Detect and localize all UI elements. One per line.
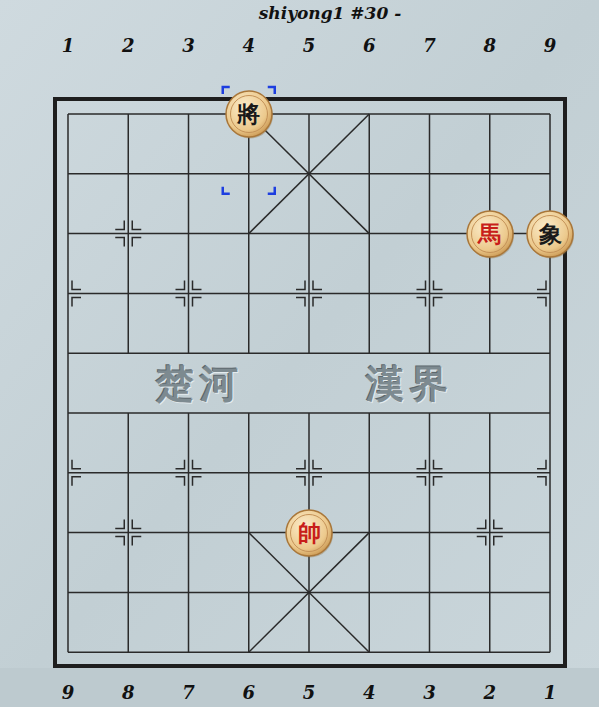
chess-piece: 帥 xyxy=(284,508,334,558)
file-number: 1 xyxy=(544,682,557,703)
position-marker xyxy=(296,460,305,469)
grid xyxy=(55,87,565,666)
file-number: 8 xyxy=(122,682,135,703)
position-marker xyxy=(537,280,546,289)
position-marker xyxy=(434,297,443,306)
file-line xyxy=(489,413,491,652)
position-marker xyxy=(132,238,141,247)
position-marker xyxy=(72,460,81,469)
file-line xyxy=(128,413,130,652)
file-line xyxy=(67,114,69,652)
file-number: 3 xyxy=(182,35,195,56)
piece-character: 帥 xyxy=(284,508,334,558)
position-marker xyxy=(132,537,141,546)
file-number: 2 xyxy=(122,35,135,56)
position-marker xyxy=(313,460,322,469)
position-marker xyxy=(115,238,124,247)
position-marker xyxy=(417,280,426,289)
outer-border xyxy=(55,99,565,666)
piece-character: 馬 xyxy=(465,209,515,259)
position-marker xyxy=(193,297,202,306)
file-number: 9 xyxy=(62,682,75,703)
position-marker xyxy=(296,477,305,486)
file-line xyxy=(429,413,431,652)
file-number: 2 xyxy=(483,682,496,703)
file-number: 4 xyxy=(363,682,376,703)
position-marker xyxy=(477,537,486,546)
position-marker xyxy=(176,280,185,289)
position-marker xyxy=(176,297,185,306)
position-marker xyxy=(537,477,546,486)
position-marker xyxy=(417,477,426,486)
file-number: 1 xyxy=(62,35,75,56)
palace-diagonal xyxy=(249,114,370,234)
river-text: 楚河 xyxy=(156,359,244,410)
position-marker xyxy=(434,477,443,486)
file-line xyxy=(549,114,551,652)
selection-bracket xyxy=(268,187,275,194)
file-number: 6 xyxy=(363,35,376,56)
position-marker xyxy=(296,280,305,289)
chess-piece: 象 xyxy=(525,209,575,259)
position-marker xyxy=(193,460,202,469)
file-number: 9 xyxy=(544,35,557,56)
file-number: 3 xyxy=(423,682,436,703)
piece-character: 象 xyxy=(525,209,575,259)
position-marker xyxy=(494,537,503,546)
selection-bracket xyxy=(223,87,230,94)
position-marker xyxy=(313,280,322,289)
title: shiyong1 #30 - xyxy=(259,3,401,23)
chess-piece: 將 xyxy=(224,89,274,139)
file-line xyxy=(188,413,190,652)
position-marker xyxy=(417,297,426,306)
selection-bracket xyxy=(223,187,230,194)
file-number: 8 xyxy=(483,35,496,56)
file-number: 4 xyxy=(242,35,255,56)
position-marker xyxy=(176,460,185,469)
file-number: 7 xyxy=(423,35,436,56)
palace-diagonal xyxy=(249,114,370,234)
position-marker xyxy=(537,297,546,306)
position-marker xyxy=(72,477,81,486)
position-marker xyxy=(132,520,141,529)
position-marker xyxy=(417,460,426,469)
position-marker xyxy=(132,221,141,230)
position-marker xyxy=(537,460,546,469)
bottom-strip xyxy=(0,668,599,707)
position-marker xyxy=(115,221,124,230)
file-number: 7 xyxy=(182,682,195,703)
file-line xyxy=(429,114,431,353)
position-marker xyxy=(494,520,503,529)
chess-piece: 馬 xyxy=(465,209,515,259)
position-marker xyxy=(434,280,443,289)
position-marker xyxy=(313,297,322,306)
selection-bracket xyxy=(268,87,275,94)
position-marker xyxy=(296,297,305,306)
position-marker xyxy=(176,477,185,486)
position-marker xyxy=(72,280,81,289)
file-number: 5 xyxy=(303,682,316,703)
file-line xyxy=(308,114,310,353)
file-line xyxy=(128,114,130,353)
file-number: 5 xyxy=(303,35,316,56)
file-line xyxy=(188,114,190,353)
position-marker xyxy=(193,477,202,486)
position-marker xyxy=(477,520,486,529)
position-marker xyxy=(434,460,443,469)
position-marker xyxy=(115,520,124,529)
position-marker xyxy=(115,537,124,546)
file-number: 6 xyxy=(242,682,255,703)
piece-character: 將 xyxy=(224,89,274,139)
position-marker xyxy=(193,280,202,289)
position-marker xyxy=(313,477,322,486)
river-text: 漢界 xyxy=(366,359,454,410)
position-marker xyxy=(72,297,81,306)
